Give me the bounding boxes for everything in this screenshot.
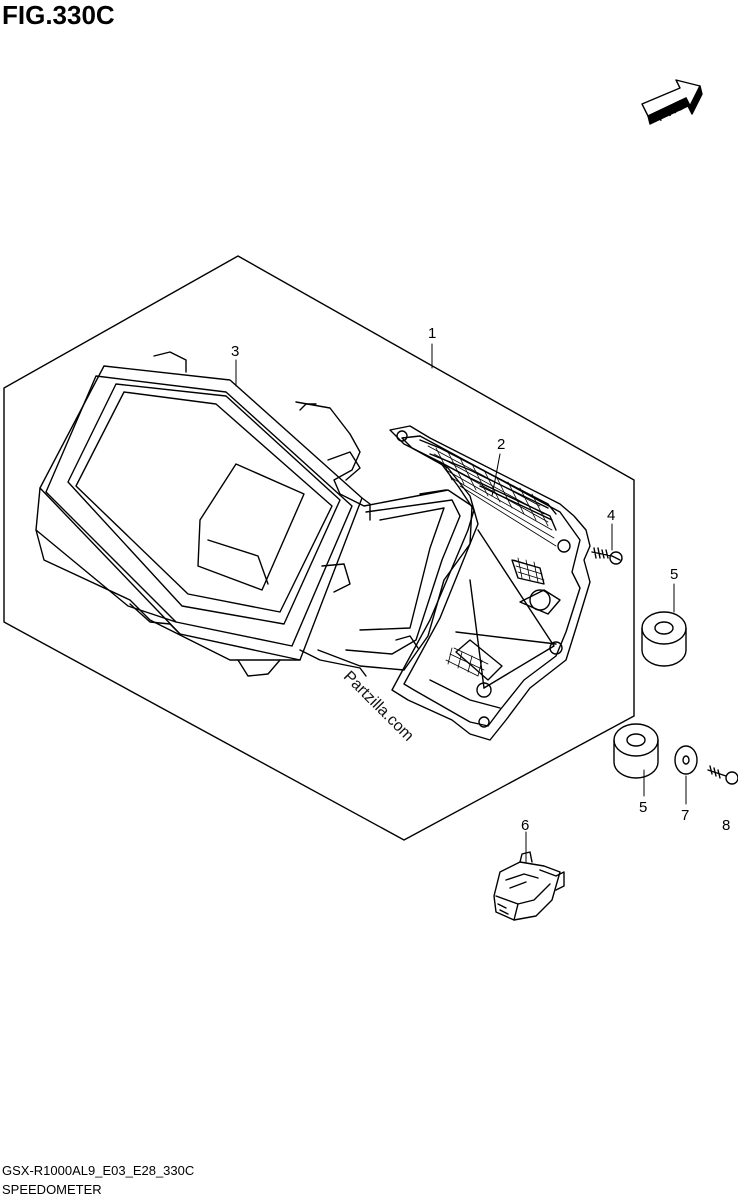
part-5-cushion-lower [613,723,659,779]
pcb-grid-bottom [445,647,489,677]
part-7-washer [674,745,698,775]
callout-2: 2 [497,436,506,453]
fwd-arrow-icon [641,79,703,125]
pcb-chip-grid [513,557,545,583]
footer-code: GSX-R1000AL9_E03_E28_330C [2,1163,195,1178]
callout-6: 6 [521,817,530,834]
callout-3: 3 [231,343,240,360]
callout-7: 7 [681,807,690,824]
callout-5-lower: 5 [639,799,648,816]
callout-4: 4 [607,507,616,524]
callout-1: 1 [428,325,437,342]
part-5-cushion-upper [641,611,687,667]
leader-lines [235,343,687,863]
part-8-screw [707,765,738,785]
part-2-meter-case-rear [389,425,591,741]
meter-case-body [295,401,473,677]
callout-5-upper: 5 [670,566,679,583]
callout-8: 8 [722,817,731,834]
part-6-connector [493,851,565,921]
assembly-boundary-frame [3,255,635,841]
part-4-screw [591,547,623,565]
part-3-meter-cover [35,351,371,677]
footer-name: SPEEDOMETER [2,1182,102,1197]
pcb-grid-top [427,445,557,547]
figure-title: FIG.330C [2,0,115,30]
